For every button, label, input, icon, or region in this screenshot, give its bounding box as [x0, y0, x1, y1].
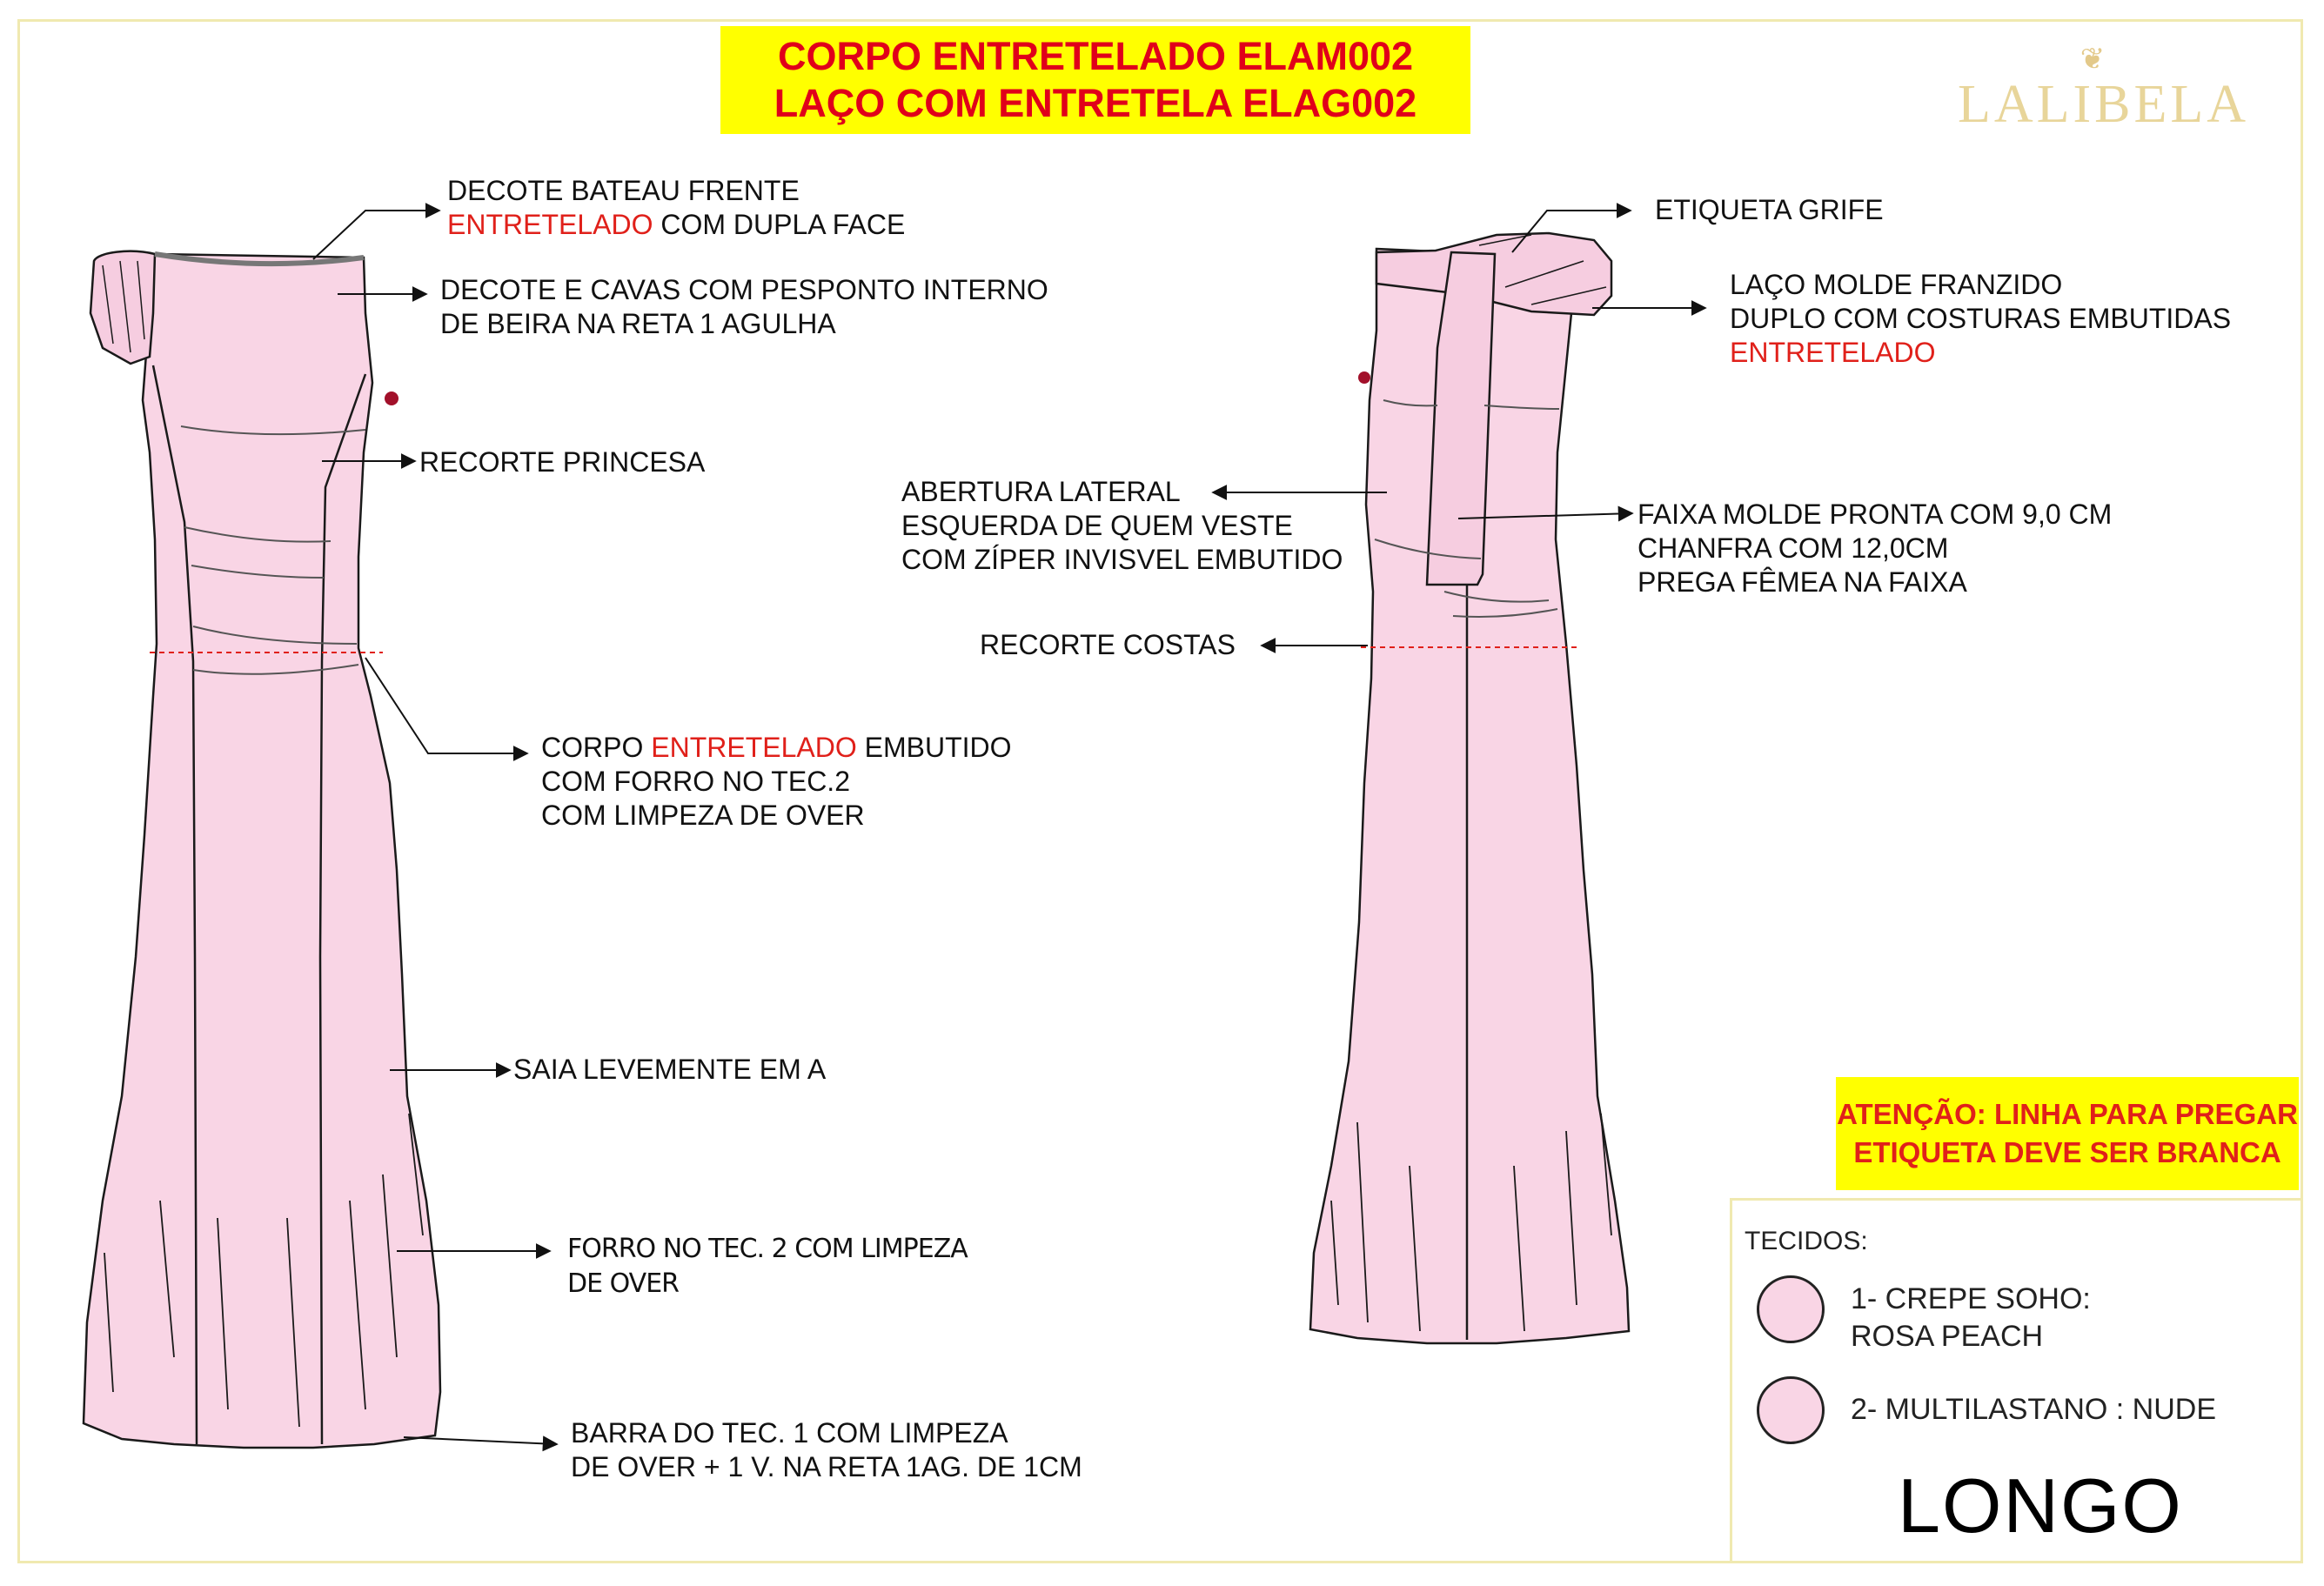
note-corpo-line1: CORPO ENTRETELADO EMBUTIDO: [541, 731, 1012, 765]
front-drape-lines: [180, 425, 366, 675]
note-forro-line2: DE OVER: [567, 1268, 680, 1299]
front-sleeve-bow: [89, 250, 157, 365]
attention-line-1: ATENÇÃO: LINHA PARA PREGAR: [1837, 1098, 2298, 1130]
note-barra-line1: BARRA DO TEC. 1 COM LIMPEZA: [571, 1417, 1008, 1449]
note-laco: LAÇO MOLDE FRANZIDO DUPLO COM COSTURAS E…: [1730, 268, 2231, 370]
back-dress: [1309, 231, 1631, 1345]
highlight-entretelado: ENTRETELADO: [447, 209, 653, 240]
note-faixa-line3: PREGA FÊMEA NA FAIXA: [1638, 566, 1967, 598]
note-corpo-post: EMBUTIDO: [856, 732, 1012, 763]
note-barra: BARRA DO TEC. 1 COM LIMPEZA DE OVER + 1 …: [571, 1416, 1082, 1484]
fabric-legend: TECIDOS: 1- CREPE SOHO: ROSA PEACH 2- MU…: [1730, 1198, 2303, 1563]
note-decote-bateau-line1: DECOTE BATEAU FRENTE: [447, 175, 800, 206]
back-skirt-folds: [1330, 1113, 1612, 1332]
back-dress-body: [1309, 247, 1631, 1345]
fabric-label-2: 2- MULTILASTANO : NUDE: [1851, 1393, 2217, 1426]
highlight-entretelado: ENTRETELADO: [1730, 337, 1936, 368]
note-abertura-lateral: ABERTURA LATERAL ESQUERDA DE QUEM VESTE …: [901, 475, 1343, 577]
note-barra-line2: DE OVER + 1 V. NA RETA 1AG. DE 1CM: [571, 1451, 1082, 1482]
note-saia: SAIA LEVEMENTE EM A: [513, 1054, 827, 1085]
note-decote-bateau-line2-rest: COM DUPLA FACE: [653, 209, 906, 240]
note-corpo: CORPO ENTRETELADO EMBUTIDO COM FORRO NO …: [541, 731, 1012, 833]
garment-category: LONGO: [1898, 1462, 2183, 1549]
front-neckline: [154, 251, 365, 267]
note-abertura-line1: ABERTURA LATERAL: [901, 476, 1181, 507]
highlight-entretelado: ENTRETELADO: [651, 732, 857, 763]
note-faixa: FAIXA MOLDE PRONTA COM 9,0 CM CHANFRA CO…: [1638, 498, 2112, 599]
note-decote-bateau: DECOTE BATEAU FRENTE ENTRETELADO COM DUP…: [447, 174, 905, 242]
note-corpo-pre: CORPO: [541, 732, 652, 763]
front-dress: [82, 250, 442, 1449]
note-recorte-princesa: RECORTE PRINCESA: [419, 446, 706, 478]
leader-lines: [312, 203, 1707, 1452]
attention-line-2: ETIQUETA DEVE SER BRANCA: [1853, 1136, 2281, 1168]
back-drape-lines: [1374, 399, 1560, 618]
attention-banner: ATENÇÃO: LINHA PARA PREGAR ETIQUETA DEVE…: [1836, 1077, 2299, 1190]
fabric-label-1: 1- CREPE SOHO: ROSA PEACH: [1851, 1281, 2091, 1355]
back-side-detail: [1358, 371, 1370, 384]
princess-seam-left: [151, 365, 198, 1445]
note-corpo-line2: COM FORRO NO TEC.2: [541, 766, 850, 797]
brand-logo: ❦ LALIBELA: [1958, 43, 2250, 148]
fabric-swatch-2: [1757, 1376, 1825, 1444]
header-banner: CORPO ENTRETELADO ELAM002 LAÇO COM ENTRE…: [720, 26, 1470, 134]
front-skirt-folds: [104, 1113, 424, 1428]
note-decote-cavas: DECOTE E CAVAS COM PESPONTO INTERNO DE B…: [440, 273, 1048, 341]
note-forro-line1: FORRO NO TEC. 2 COM LIMPEZA: [567, 1234, 968, 1264]
note-recorte-costas: RECORTE COSTAS: [980, 629, 1236, 660]
back-sash: [1425, 251, 1497, 586]
note-corpo-line3: COM LIMPEZA DE OVER: [541, 800, 865, 831]
note-laco-line2: DUPLO COM COSTURAS EMBUTIDAS: [1730, 303, 2232, 334]
note-faixa-line2: CHANFRA COM 12,0CM: [1638, 532, 1949, 564]
page-frame: [17, 19, 2303, 1563]
note-etiqueta-grife: ETIQUETA GRIFE: [1655, 194, 1884, 225]
fabric-swatch-1: [1757, 1275, 1825, 1343]
fabric-label-1-line2: ROSA PEACH: [1851, 1320, 2044, 1353]
header-line-2: LAÇO COM ENTRETELA ELAG002: [774, 81, 1417, 125]
front-dress-body: [82, 252, 442, 1449]
note-decote-bateau-line2: ENTRETELADO COM DUPLA FACE: [447, 208, 905, 242]
note-decote-cavas-line1: DECOTE E CAVAS COM PESPONTO INTERNO: [440, 274, 1048, 305]
brand-wordmark: LALIBELA: [1958, 75, 2250, 134]
note-abertura-line2: ESQUERDA DE QUEM VESTE: [901, 510, 1293, 541]
note-faixa-line1: FAIXA MOLDE PRONTA COM 9,0 CM: [1638, 499, 2113, 530]
bee-icon: ❦: [2080, 43, 2106, 76]
note-laco-line1: LAÇO MOLDE FRANZIDO: [1730, 269, 2063, 300]
princess-seam-right: [318, 373, 367, 1445]
header-line-1: CORPO ENTRETELADO ELAM002: [777, 34, 1414, 78]
legend-title: TECIDOS:: [1745, 1227, 1868, 1255]
note-decote-cavas-line2: DE BEIRA NA RETA 1 AGULHA: [440, 308, 836, 339]
front-side-detail: [385, 391, 398, 405]
note-forro: FORRO NO TEC. 2 COM LIMPEZA DE OVER: [567, 1232, 968, 1302]
fabric-label-1-line1: 1- CREPE SOHO:: [1851, 1282, 2091, 1315]
note-abertura-line3: COM ZÍPER INVISVEL EMBUTIDO: [901, 544, 1343, 575]
